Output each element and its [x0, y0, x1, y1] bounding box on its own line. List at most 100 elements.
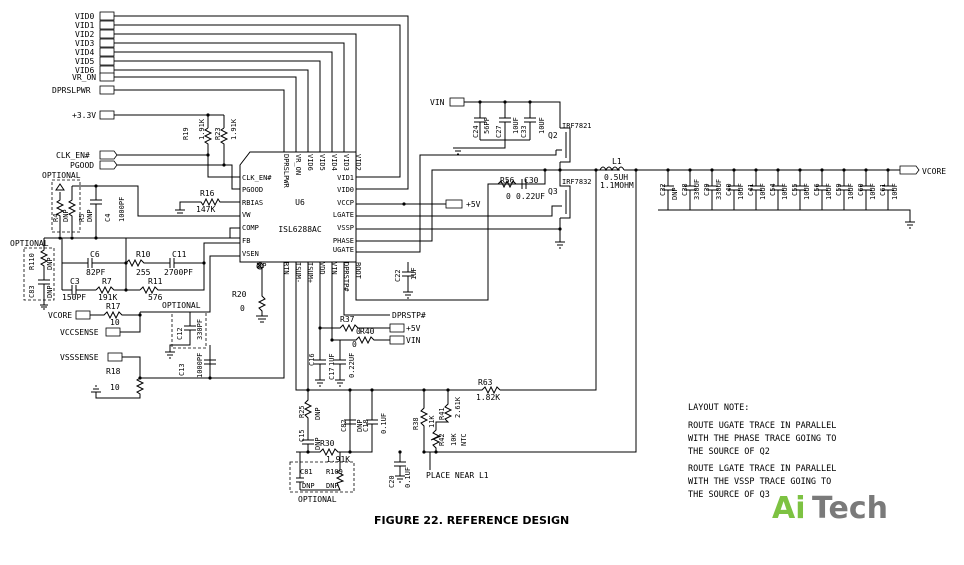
layout-note-line: ROUTE LGATE TRACE IN PARALLEL [688, 464, 836, 474]
port-vsssense: VSSSENSE [60, 353, 99, 362]
vid-bus: VID0 VID1 VID2 VID3 VID4 VID5 VID6 VR_ON [52, 11, 409, 190]
ic-u6: U6 ISL6288AC CLK_EN# PGOOD RBIAS VW COMP… [239, 151, 362, 292]
pin-comp: COMP [242, 224, 259, 232]
r11-val: 576 [148, 293, 163, 302]
output-cap-val: 330UF [715, 179, 723, 200]
ic-ref: U6 [295, 198, 305, 207]
port-vid5: VID5 [75, 57, 94, 66]
port-vid2: VID2 [75, 30, 94, 39]
output-cap-val: 10UF [825, 183, 833, 200]
c22-val: 1UF [410, 267, 418, 280]
output-cap-val: 10UF [803, 183, 811, 200]
output-cap-ref: C59 [835, 183, 843, 196]
output-cap-ref: C60 [857, 183, 865, 196]
power-stage: VIN C24 56PF C27 10UF C33 10UF Q2 IRF782… [356, 97, 946, 253]
r20-ref: R20 [232, 290, 247, 299]
r19-val: 1.91K [198, 118, 206, 140]
r17-ref: R17 [106, 302, 121, 311]
output-cap-ref: C32 [659, 183, 667, 196]
r19-ref: R19 [182, 127, 190, 140]
port-vccsense: VCCSENSE [60, 328, 99, 337]
output-cap-ref: C56 [813, 183, 821, 196]
r16-ref: R16 [200, 189, 215, 198]
r56-val: 0 [506, 192, 511, 201]
optional-label-4: OPTIONAL [298, 495, 337, 504]
r5-val: DNP [86, 209, 94, 222]
r40-ref: R40 [360, 327, 375, 336]
r18-val: 10 [110, 383, 120, 392]
c82-ref: C82 [340, 419, 348, 432]
q3-ref: Q3 [548, 187, 558, 196]
layout-note-title: LAYOUT NOTE: [688, 403, 749, 413]
r17-val: 10 [110, 318, 120, 327]
port-vid4: VID4 [75, 48, 94, 57]
pin-boot: BOOT [354, 262, 362, 280]
pin-clk-en: CLK_EN# [242, 174, 272, 182]
r37-val: 0 [356, 327, 361, 336]
c17-val: 0.22UF [348, 353, 356, 378]
figure-caption: FIGURE 22. REFERENCE DESIGN [374, 514, 569, 527]
pin-vin: VIN [330, 262, 338, 275]
ep-r20: R20 0 [232, 262, 268, 323]
c13-ref: C13 [178, 363, 186, 376]
port-3v3: +3.3V [72, 111, 96, 120]
place-near-note: PLACE NEAR L1 [426, 471, 489, 480]
r7-val: 191K [98, 293, 117, 302]
r110-ref: R110 [28, 253, 36, 270]
c15-val: DNP [314, 437, 322, 450]
output-cap-ref: C39 [703, 183, 711, 196]
output-cap-ref: C55 [791, 183, 799, 196]
pin-vid2: VID2 [354, 154, 362, 171]
c24-val: 56PF [483, 117, 491, 134]
output-cap-val: 10UF [759, 183, 767, 200]
c27-ref: C27 [495, 125, 503, 138]
pin-vdd: VDD [318, 262, 326, 275]
r110-val: DNP [46, 257, 54, 270]
r10-ref: R10 [136, 250, 151, 259]
c3-ref: C3 [70, 277, 80, 286]
port-vin-b: VIN [406, 336, 421, 345]
output-cap-ref: C38 [681, 183, 689, 196]
output-cap-ref: C40 [725, 183, 733, 196]
r7-ref: R7 [102, 277, 112, 286]
svg-text:Tech: Tech [812, 491, 888, 526]
c11-val: 2700PF [164, 268, 193, 277]
output-cap-ref: C54 [769, 183, 777, 196]
pin-vw: VW [242, 211, 251, 219]
r41-ref: R41 [438, 407, 446, 420]
c13-val: 1000PF [196, 353, 204, 378]
port-vcore-in: VCORE [48, 311, 72, 320]
r10-val: 255 [136, 268, 151, 277]
c12-val: 330PF [196, 319, 204, 340]
pin-phase: PHASE [333, 237, 354, 245]
c33-ref: C33 [520, 125, 528, 138]
c3-val: 150PF [62, 293, 86, 302]
port-5v: +5V [466, 200, 481, 209]
c15-ref: C15 [298, 429, 306, 442]
r20-val: 0 [240, 304, 245, 313]
pin-rbias: RBIAS [242, 199, 263, 207]
c20-val: 0.1UF [404, 467, 412, 488]
port-vin-top: VIN [430, 98, 445, 107]
l1-dcr: 1.1MOHM [600, 181, 634, 190]
pin-isum-minus: ISUM- [294, 262, 302, 283]
pin-dprslpwr: DPRSLPWR [282, 154, 290, 189]
c18-val: 0.1UF [380, 413, 388, 434]
c11-ref: C11 [172, 250, 187, 259]
pin-ugate: UGATE [333, 246, 354, 254]
port-vcore-out: VCORE [922, 167, 946, 176]
c16-val: 1UF [328, 353, 336, 366]
q2-ref: Q2 [548, 131, 558, 140]
r23-ref: R23 [214, 127, 222, 140]
optional-label-1: OPTIONAL [42, 171, 81, 180]
pin-vid0: VID0 [337, 186, 354, 194]
pin-vid5: VID5 [318, 154, 326, 171]
sense-inputs: VCORE R17 10 VCCSENSE OPTIONAL C12 330PF… [48, 255, 285, 399]
r40-val: 0 [352, 340, 357, 349]
port-dprslpwr: DPRSLPWR [52, 86, 91, 95]
output-cap-val: 10UF [737, 183, 745, 200]
pin-rtn: RTN [282, 262, 290, 275]
